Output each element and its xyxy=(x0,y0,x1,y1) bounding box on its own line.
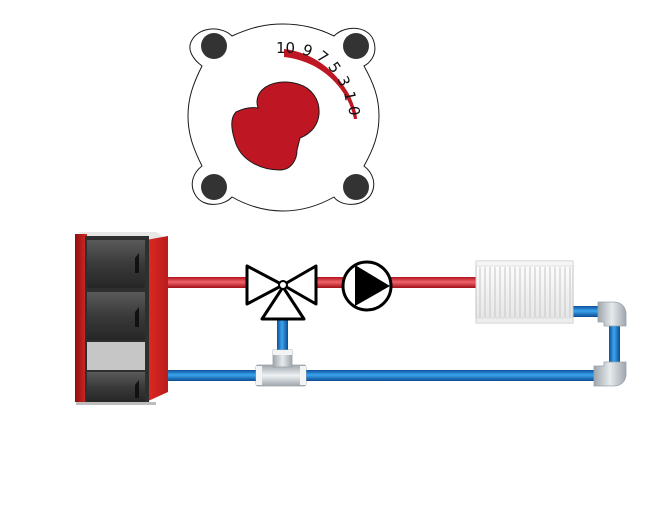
radiator-fins xyxy=(479,267,571,317)
elbow-lower-body xyxy=(593,361,627,387)
boiler-panel-gap xyxy=(87,342,145,370)
dial-scale-label-10: 10 xyxy=(276,39,295,57)
valve-left-triangle xyxy=(245,264,285,306)
boiler-panel-middle-handle xyxy=(135,307,139,327)
pump-arrow xyxy=(355,265,390,306)
return-pipe-radiator-outlet xyxy=(570,306,600,317)
return-pipe-boiler-to-tee xyxy=(168,370,260,381)
bolt-hole-top-left xyxy=(201,33,227,59)
boiler-panel-bottom-handle xyxy=(135,380,139,398)
elbow-upper-body xyxy=(597,301,627,327)
radiator-top-rail xyxy=(475,260,574,267)
tee-fitting-body xyxy=(255,364,307,387)
dial-knob xyxy=(231,81,320,171)
three-way-mixing-valve-icon xyxy=(245,264,318,321)
supply-line xyxy=(165,277,476,288)
elbow-fitting-lower xyxy=(593,361,627,387)
circulation-pump-icon xyxy=(341,260,393,312)
bolt-hole-bottom-right xyxy=(343,174,369,200)
boiler-panel-top-handle xyxy=(135,253,139,273)
return-pipe-riser xyxy=(609,322,620,366)
boiler-right-wall xyxy=(146,236,168,402)
valve-position-dial: 10 9 7 5 3 1 0 xyxy=(187,23,380,212)
tee-collar-right xyxy=(300,366,306,385)
tee-collar-top xyxy=(273,350,292,355)
valve-center-pin xyxy=(278,280,288,290)
return-pipe-tee-to-elbow xyxy=(303,370,595,381)
radiator-icon xyxy=(475,260,574,324)
dial-scale-label-1: 1 xyxy=(340,89,360,102)
boiler-base-shadow xyxy=(76,402,156,405)
elbow-fitting-upper xyxy=(597,301,627,327)
supply-pipe-pump-to-radiator xyxy=(390,277,476,288)
supply-pipe-valve-to-pump xyxy=(312,277,346,288)
bypass-pipe xyxy=(277,318,288,354)
bolt-hole-bottom-left xyxy=(201,174,227,200)
bolt-hole-top-right xyxy=(343,33,369,59)
boiler-left-wall xyxy=(75,234,87,402)
valve-right-triangle xyxy=(281,264,318,306)
tee-fitting xyxy=(255,349,307,387)
valve-bottom-triangle xyxy=(260,285,306,321)
dial-scale-label-0: 0 xyxy=(345,105,364,116)
supply-pipe-boiler-to-valve xyxy=(165,277,253,288)
dial-scale-arc xyxy=(284,49,357,119)
return-line xyxy=(168,306,620,381)
radiator-bottom-rail xyxy=(475,317,574,324)
boiler xyxy=(75,232,168,405)
tee-collar-left xyxy=(256,366,262,385)
